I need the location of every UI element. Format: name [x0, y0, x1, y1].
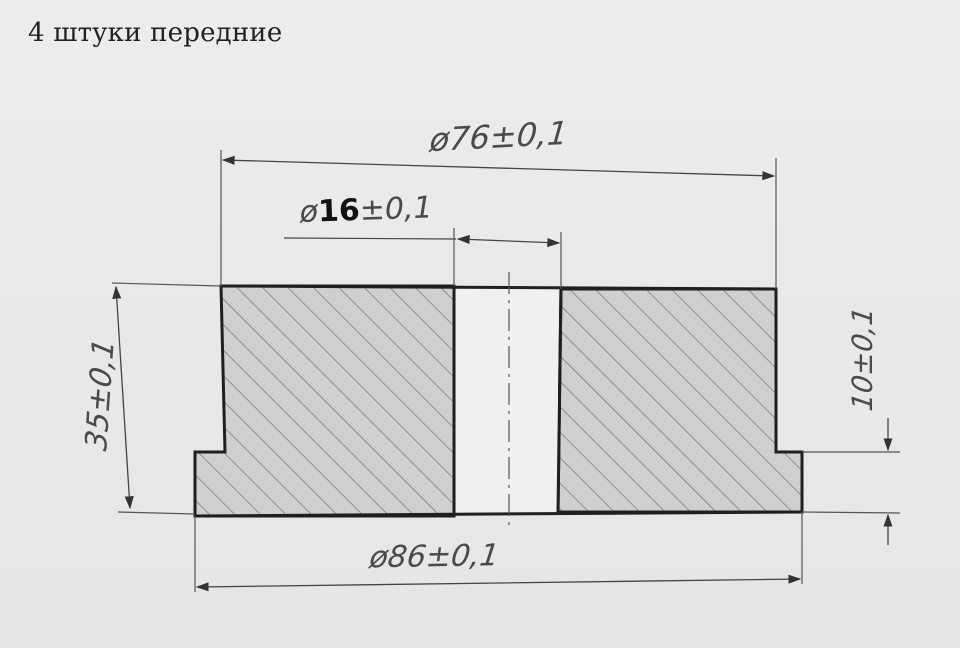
- dimension-label-76: ø76±0,1: [427, 114, 569, 159]
- dimension-label-10: 10±0,1: [846, 305, 879, 413]
- bottom-outline: [194, 510, 803, 518]
- dimension-line-16: [456, 234, 561, 248]
- top-outline: [220, 284, 777, 291]
- center-hole: [456, 288, 558, 514]
- left-section-hatched: [193, 284, 456, 518]
- dimension-line-76: [221, 155, 776, 181]
- extension-line-top-left: [111, 282, 222, 287]
- hole-wall-right: [556, 288, 563, 513]
- dimension-line-35: [112, 285, 134, 510]
- dimension-label-16: ø16±0,1: [298, 190, 433, 230]
- dimension-line-86: [195, 574, 802, 592]
- dimension-label-86: ø86±0,1: [366, 538, 501, 575]
- dimension-leader-16: [283, 237, 457, 240]
- dimension-label-35: 35±0,1: [79, 336, 121, 454]
- extension-line-bottom-left: [117, 511, 196, 515]
- extension-line-flange-bottom: [801, 511, 901, 514]
- drawing-title: 4 штуки передние: [28, 18, 283, 48]
- right-section-hatched: [556, 287, 804, 514]
